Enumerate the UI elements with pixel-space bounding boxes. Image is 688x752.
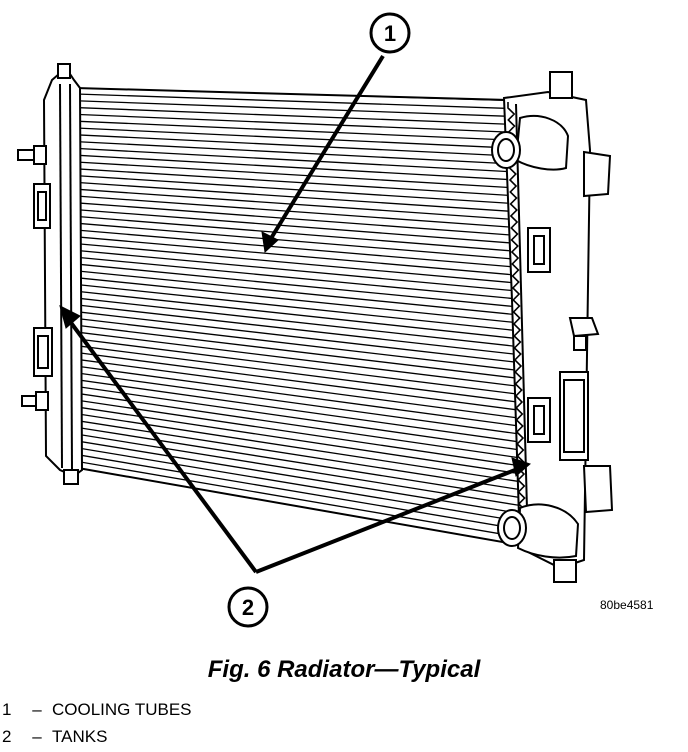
legend-item: 1 –COOLING TUBES	[2, 696, 192, 723]
cooling-tube-line	[76, 208, 520, 245]
cooling-tube-line	[76, 337, 520, 396]
cooling-tube-line	[76, 459, 520, 539]
cooling-tube-line	[76, 425, 520, 499]
cooling-tube-line	[76, 222, 520, 261]
callout-1-number: 1	[384, 21, 396, 46]
cooling-tube-line	[76, 154, 520, 182]
legend-item: 2 –TANKS	[2, 723, 192, 750]
legend-dash: –	[32, 727, 42, 746]
cooling-tube-line	[76, 439, 520, 515]
cooling-tube-line	[76, 113, 520, 134]
cooling-tube-line	[76, 262, 520, 309]
legend: 1 –COOLING TUBES 2 –TANKS	[2, 696, 192, 750]
cooling-tube-line	[76, 350, 520, 412]
cooling-tube-line	[76, 330, 520, 388]
figure-code: 80be4581	[600, 598, 654, 612]
cooling-tube-line	[76, 167, 520, 198]
cooling-tube-line	[76, 255, 520, 301]
legend-dash: –	[32, 700, 42, 719]
cooling-tube-line	[76, 160, 520, 190]
callout-2: 2	[227, 586, 269, 628]
cooling-tube-line	[76, 133, 520, 158]
legend-number: 1	[2, 700, 12, 719]
legend-label: TANKS	[52, 727, 108, 746]
cooling-tube-line	[76, 371, 520, 436]
callout-1: 1	[369, 12, 411, 54]
cooling-tube-line	[76, 249, 520, 293]
callout-2-number: 2	[242, 595, 254, 620]
cooling-tube-line	[76, 296, 520, 348]
cooling-tube-line	[76, 228, 520, 269]
cooling-tube-line	[76, 99, 520, 118]
legend-number: 2	[2, 727, 12, 746]
leader-arrows	[59, 54, 531, 574]
cooling-tube-line	[76, 405, 520, 476]
cooling-tube-line	[76, 93, 520, 110]
cooling-tube-line	[76, 215, 520, 253]
radiator-core	[74, 86, 522, 547]
cooling-tube-line	[76, 391, 520, 460]
cooling-tube-line	[76, 357, 520, 420]
cooling-tube-line	[76, 235, 520, 277]
cooling-tube-line	[76, 147, 520, 174]
cooling-tube-line	[76, 276, 520, 325]
cooling-tube-line	[76, 452, 520, 531]
left-tank	[17, 63, 84, 485]
cooling-tube-line	[76, 140, 520, 166]
cooling-tube-line	[76, 269, 520, 317]
cooling-tube-line	[76, 106, 520, 126]
cooling-tube-line	[76, 283, 520, 333]
cooling-tube-line	[76, 344, 520, 404]
cooling-tube-line	[76, 418, 520, 492]
cooling-tube-line	[76, 310, 520, 364]
cooling-tube-line	[76, 127, 520, 150]
right-tank	[491, 71, 614, 583]
cooling-tube-line	[76, 242, 520, 285]
cooling-tube-line	[76, 446, 520, 523]
cooling-tube-line	[76, 384, 520, 452]
figure-caption: Fig. 6 Radiator—Typical	[207, 656, 481, 683]
cooling-tube-line	[76, 364, 520, 428]
cooling-tube-line	[76, 120, 520, 142]
cooling-tube-line	[76, 378, 520, 444]
cooling-tube-line	[76, 303, 520, 356]
cooling-tube-line	[76, 188, 520, 221]
cooling-tube-line	[76, 201, 520, 237]
cooling-tube-line	[76, 323, 520, 380]
cooling-tube-line	[76, 398, 520, 468]
cooling-tube-line	[76, 194, 520, 229]
cooling-tube-line	[76, 289, 520, 341]
cooling-tube-line	[76, 317, 520, 372]
legend-label: COOLING TUBES	[52, 700, 192, 719]
cooling-tube-line	[76, 174, 520, 205]
